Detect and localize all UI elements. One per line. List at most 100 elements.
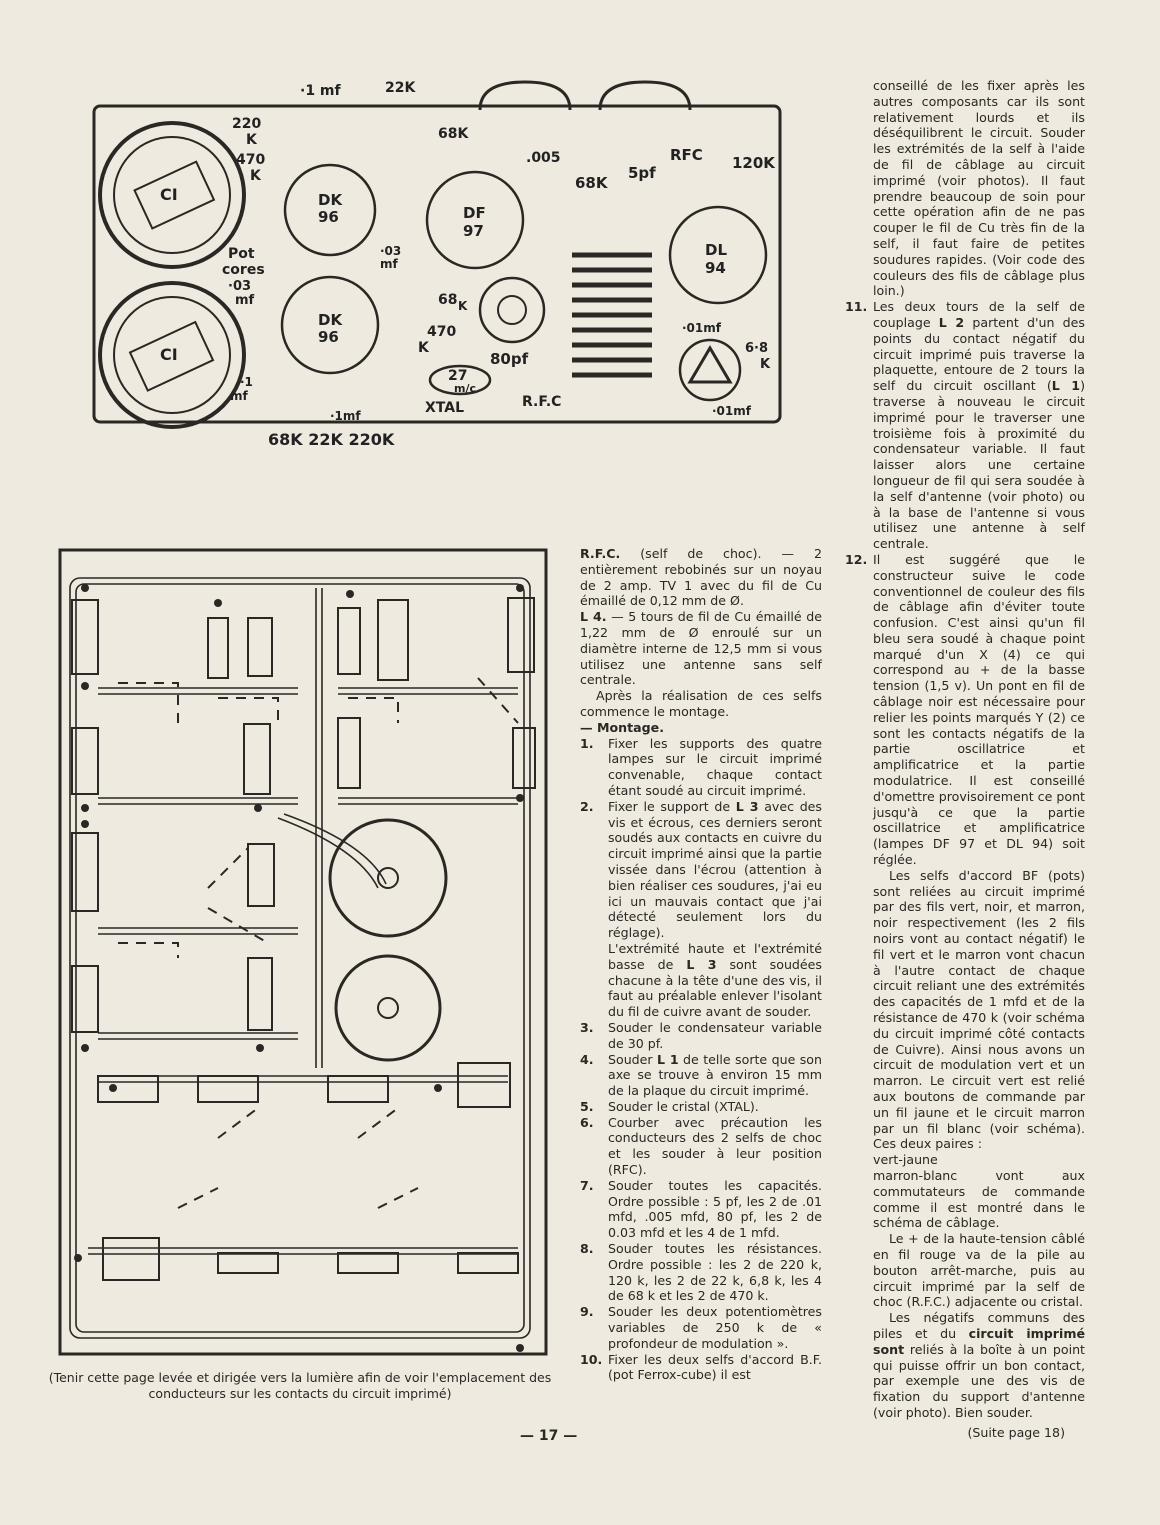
montage-item: 7. Souder toutes les capacités. Ordre pos… (580, 1178, 822, 1241)
label-68-side: 68 (438, 292, 457, 308)
board-outline (92, 104, 782, 424)
montage-item-bold: L 3 (686, 956, 717, 972)
item-12-text: Il est suggéré que le constructeur suive… (873, 551, 1085, 868)
xtal-oval (428, 364, 492, 396)
l4-paragraph: L 4. — 5 tours de fil de Cu émaillé de 1… (580, 609, 822, 688)
label-pot: Pot (228, 246, 255, 262)
tube-footprint-upper (328, 818, 448, 938)
page-number: — 17 — (520, 1428, 578, 1444)
montage-item-number: 6. (580, 1114, 594, 1130)
rfc-text: (self de choc). — 2 entièrement rebobiné… (580, 546, 822, 609)
montage-item-text: Fixer le support de (608, 798, 736, 814)
label-470-b: 470 (427, 324, 456, 340)
label-03-a: ·03 (380, 244, 401, 258)
montage-item: 9.Souder les deux potentiomètres variabl… (580, 1304, 822, 1351)
montage-item-bold: L 3 (735, 798, 759, 814)
label-1-mf-b: mf (230, 389, 249, 403)
label-cores: cores (222, 262, 265, 278)
label-5pf: 5pf (628, 164, 656, 182)
variable-capacitor-hub (497, 295, 527, 325)
montage-item-number: 8. (580, 1241, 594, 1257)
coil-l3 (572, 252, 652, 378)
socket-ci-top-inner (113, 136, 231, 254)
montage-item: 10. Fixer les deux selfs d'accord B.F. (p… (580, 1352, 822, 1384)
tube-df97 (425, 170, 525, 270)
component-layout-diagram: ·1 mf 22K 220 K 470 K 68K .005 68K 5pf R… (92, 80, 782, 449)
montage-item-text: Souder les deux potentiomètres variables… (608, 1304, 822, 1351)
crystal-ci-bottom (128, 320, 215, 392)
label-dk96-top-1: DK (318, 191, 343, 209)
negatifs-pre: Les négatifs communs des piles et du (873, 1310, 1085, 1341)
label-470: 470 (236, 152, 265, 168)
label-6-8-k: K (760, 357, 771, 372)
antenna-socket (678, 338, 742, 402)
montage-list: 1.Fixer les supports des quatre lampes s… (580, 736, 822, 1384)
item-11-mid: partent d'un des points du contact négat… (873, 314, 1085, 394)
label-80pf: 80pf (490, 350, 529, 368)
suite-note: (Suite page 18) (967, 1424, 1065, 1440)
label-ci-top: CI (160, 185, 178, 204)
item-11-number: 11. (845, 299, 868, 315)
label-03-a-mf: mf (380, 257, 399, 271)
tube-footprint-lower (334, 954, 442, 1062)
l4-label: L 4. (580, 609, 607, 625)
label-01mf-1: ·01mf (682, 321, 722, 335)
montage-item-text: Fixer les deux selfs d'accord B.F. (pot … (608, 1351, 822, 1383)
montage-item: 1.Fixer les supports des quatre lampes s… (580, 736, 822, 799)
item-12-number: 12. (845, 551, 868, 567)
after-selfs-paragraph: Après la réalisation de ces selfs commen… (580, 688, 822, 719)
item-11: 11.Les deux tours de la self de couplage… (845, 299, 1085, 552)
montage-item-text: Souder le condensateur variable de 30 pf… (608, 1019, 822, 1051)
montage-item-text: Fixer les supports des quatre lampes sur… (608, 735, 822, 798)
montage-item-number: 4. (580, 1051, 594, 1067)
montage-item-number: 10. (580, 1351, 603, 1367)
label-22k-top: 22K (385, 80, 416, 96)
socket-ci-bottom (98, 281, 246, 429)
label-470-k: K (250, 168, 262, 184)
resistors (71, 597, 536, 1281)
montage-item-text: Souder le cristal (XTAL). (608, 1098, 759, 1114)
haute-tension-paragraph: Le + de la haute-tension câblé en fil ro… (873, 1231, 1085, 1310)
label-01mf-2: ·01mf (712, 404, 752, 418)
middle-text-column: R.F.C. (self de choc). — 2 entièrement r… (580, 546, 822, 1383)
label-68k-top: 68K (438, 126, 469, 142)
tube-dk96-bottom (280, 275, 380, 375)
circuit-plate-outline (58, 548, 548, 1356)
socket-ci-bottom-inner (113, 296, 231, 414)
label-dk96-bottom-1: DK (318, 311, 343, 329)
item10-continuation: conseillé de les fixer après les autres … (873, 78, 1085, 299)
pot-top-right (598, 80, 692, 111)
montage-item: 8. Souder toutes les résistances. Ordre p… (580, 1241, 822, 1304)
montage-item: 2.Fixer le support de L 3 avec des vis e… (580, 799, 822, 941)
montage-item-text: Souder toutes les résistances. Ordre pos… (608, 1241, 822, 1304)
pot-top-left (478, 80, 572, 111)
montage-item-number: 3. (580, 1019, 594, 1035)
right-text-column: conseillé de les fixer après les autres … (845, 78, 1085, 1441)
montage-heading: — Montage. (580, 719, 664, 735)
label-005: .005 (526, 150, 561, 166)
label-220: 220 (232, 116, 261, 132)
montage-item-number: 7. (580, 1177, 594, 1193)
negatifs-paragraph: Les négatifs communs des piles et du cir… (845, 1310, 1085, 1421)
socket-ci-top (98, 121, 246, 269)
montage-item: 5.Souder le cristal (XTAL). (580, 1099, 822, 1115)
figure-caption: (Tenir cette page levée et dirigée vers … (48, 1370, 552, 1401)
label-dk96-top-2: 96 (318, 208, 339, 226)
label-rfc: RFC (670, 146, 703, 164)
variable-capacitor (478, 276, 546, 344)
label-68k-mid: 68K (575, 174, 609, 192)
montage-item: 4.Souder L 1 de telle sorte que son axe … (580, 1052, 822, 1099)
pair-1: vert-jaune (873, 1152, 938, 1168)
montage-item-text-end: sont soudées chacune à la tête d'une des… (608, 956, 822, 1020)
label-xtal-mc: m/c (454, 382, 476, 395)
label-df97-2: 97 (463, 222, 484, 240)
montage-item-text: Souder toutes les capacités. Ordre possi… (608, 1177, 822, 1241)
montage-item-text-end: de telle sorte que son axe se trouve à e… (608, 1051, 822, 1099)
pair-2: marron-blanc vont aux commutateurs de co… (873, 1167, 1085, 1231)
label-6-8: 6·8 (745, 341, 768, 356)
tube-footprint-lower-center (377, 997, 399, 1019)
crystal-ci-top (133, 160, 216, 230)
printed-circuit-diagram (58, 548, 548, 1356)
label-rfc-2: R.F.C (522, 394, 561, 410)
label-1-mf: ·1 (240, 375, 253, 389)
